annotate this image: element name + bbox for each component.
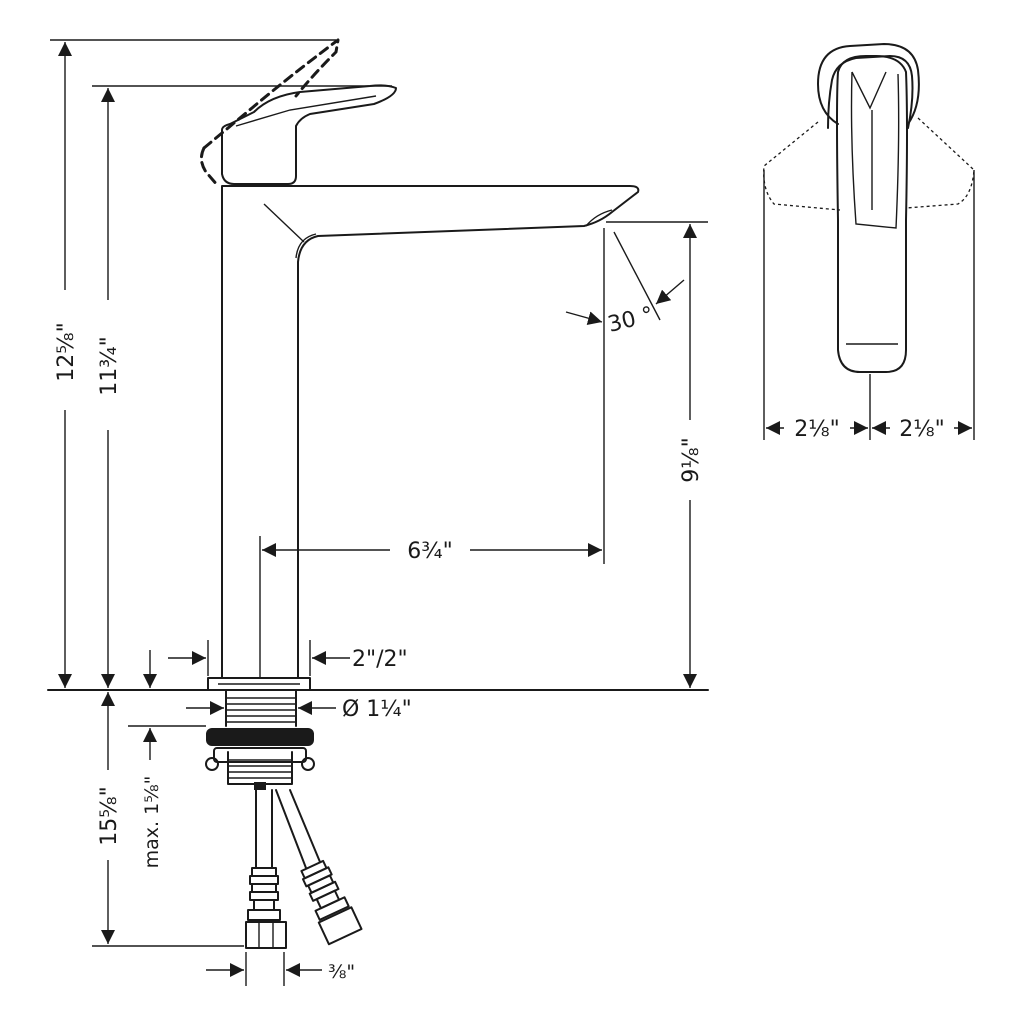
hose-angled-fitting [300,859,363,946]
handle-right-width-label: 2⅛" [899,417,944,442]
below-counter-label: 15⅝" [97,786,122,845]
handle-height-label: 11¾" [97,336,122,395]
handle-front-view [763,43,975,440]
spout-angle-label: 30 ° [605,302,656,337]
handle-left-width-label: 2⅛" [794,417,839,442]
faucet-side-view [47,38,709,949]
spout-height-label: 9⅛" [679,437,704,482]
hose-thread-label: ⅜" [328,961,355,983]
shank-diameter-label: Ø 1¼" [342,697,412,722]
shank-threads [226,697,296,723]
overall-height-label: 12⅝" [54,322,79,381]
spout-reach-label: 6¾" [407,539,452,564]
dimension-lines [50,39,708,986]
hose-straight-fitting [245,867,287,949]
lower-threads [228,759,292,779]
max-thickness-label: max. 1⅝" [141,776,163,869]
base-width-label: 2"/2" [352,647,408,672]
